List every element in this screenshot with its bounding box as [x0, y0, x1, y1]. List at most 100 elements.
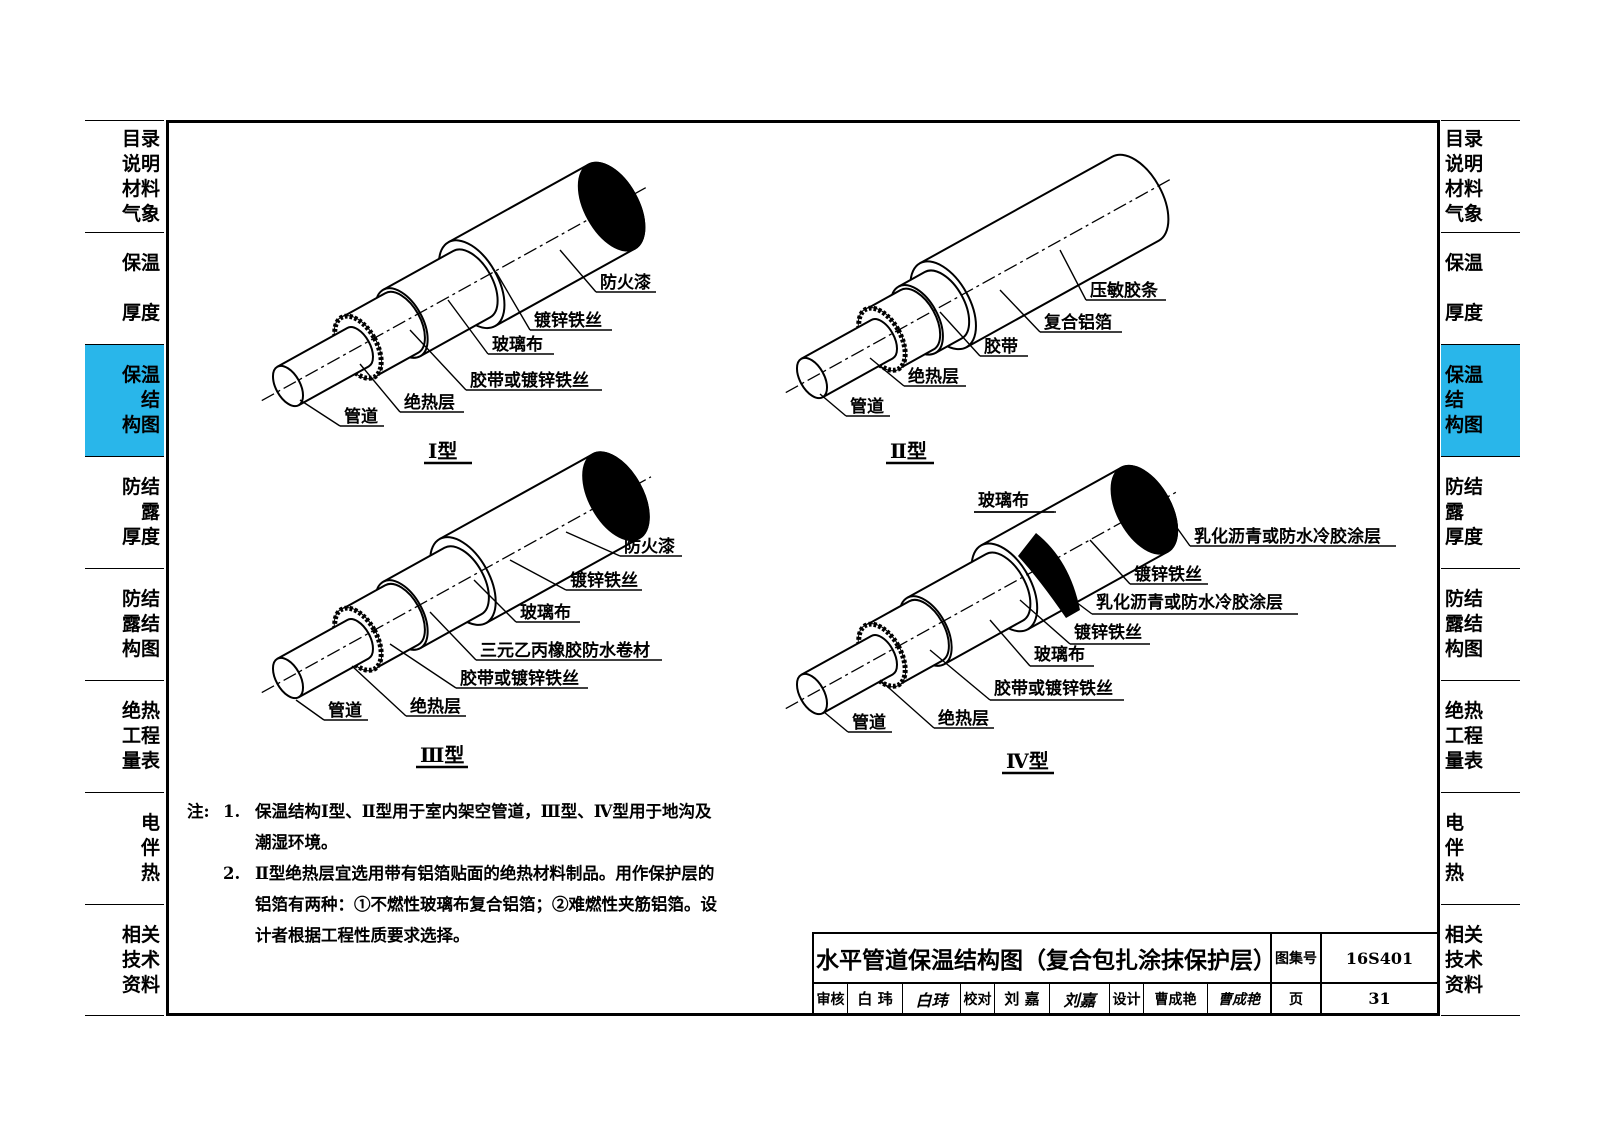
right-tab-2-label: 保温 厚度 [1445, 252, 1484, 324]
type2-title: Ⅱ型 [890, 439, 927, 463]
right-tab-6-label: 绝热 工程 量表 [1445, 700, 1484, 772]
right-tab-3-label: 保温 结 构图 [1445, 364, 1484, 436]
type3-label-pipe-leader [295, 699, 325, 721]
note-2: 2. Ⅱ型绝热层宜选用带有铝箔贴面的绝热材料制品。用作保护层的 [187, 858, 807, 889]
type3-centerline [261, 476, 652, 694]
type4-label-glass-cloth: 玻璃布 [1034, 644, 1085, 665]
type1-label-wire-leader [495, 271, 531, 331]
checker-signature: 刘嘉 [1050, 984, 1110, 1013]
type3-label-wire-leader [509, 559, 567, 591]
right-tab-4-label: 防结 露 厚度 [1445, 476, 1484, 548]
type2-centerline [785, 178, 1171, 394]
type4-label-glass-cloth-leader [989, 619, 1031, 667]
type3-label-wire: 镀锌铁丝 [570, 570, 638, 591]
left-tab-7[interactable]: 电 伴 热 [85, 792, 164, 904]
right-tab-3[interactable]: 保温 结 构图 [1441, 344, 1520, 456]
right-sidebar: 目录 说明 材料 气象保温 厚度保温 结 构图防结 露 厚度防结 露结 构图绝热… [1441, 120, 1520, 1016]
note-1: 注: 1. 保温结构Ⅰ型、Ⅱ型用于室内架空管道，Ⅲ型、Ⅳ型用于地沟及 [187, 796, 807, 827]
left-tab-6[interactable]: 绝热 工程 量表 [85, 680, 164, 792]
check-label: 校对 [961, 984, 995, 1013]
note-1-cont: 潮湿环境。 [187, 827, 807, 858]
type4-label-insulation: 绝热层 [938, 708, 989, 729]
note-2-cont-2: 计者根据工程性质要求选择。 [187, 920, 807, 951]
reviewer-signature: 白玮 [903, 984, 961, 1013]
type2-label-insulation: 绝热层 [908, 366, 959, 387]
type2-label-pressure-tape-leader [1059, 249, 1087, 301]
left-tab-6-label: 绝热 工程 量表 [121, 700, 160, 772]
type2-label-tape-leader [939, 311, 981, 357]
type3-label-glass-cloth: 玻璃布 [520, 602, 571, 623]
type4-label-insulation-leader [879, 679, 935, 729]
left-tab-2[interactable]: 保温 厚度 [85, 232, 164, 344]
type4-label-wire-1-leader [1089, 539, 1131, 585]
left-tab-2-label: 保温 厚度 [121, 252, 160, 324]
checker-name: 刘 嘉 [995, 984, 1050, 1013]
type1-label-tape-or-wire-leader [409, 329, 467, 391]
type3-label-tape-or-wire: 胶带或镀锌铁丝 [460, 668, 579, 689]
page-label: 页 [1272, 984, 1322, 1013]
notes-prefix: 注: [187, 802, 210, 821]
type4-label-wire-2: 镀锌铁丝 [1074, 622, 1142, 643]
review-label: 审核 [814, 984, 848, 1013]
notes: 注: 1. 保温结构Ⅰ型、Ⅱ型用于室内架空管道，Ⅲ型、Ⅳ型用于地沟及 潮湿环境。… [187, 796, 807, 951]
drawing-title: 水平管道保温结构图（复合包扎涂抹保护层） [814, 934, 1276, 984]
right-tab-2[interactable]: 保温 厚度 [1441, 232, 1520, 344]
left-tab-4[interactable]: 防结 露 厚度 [85, 456, 164, 568]
right-tab-1[interactable]: 目录 说明 材料 气象 [1441, 120, 1520, 232]
type4-label-coating-top-leader [1169, 517, 1191, 547]
left-tab-7-label: 电 伴 热 [140, 812, 160, 884]
type2-label-pipe: 管道 [850, 396, 884, 417]
type3-label-insulation: 绝热层 [410, 696, 461, 717]
type2-label-pipe-leader [819, 393, 847, 417]
type4-label-wire-1: 镀锌铁丝 [1134, 564, 1202, 585]
left-tab-5-label: 防结 露结 构图 [121, 588, 160, 660]
right-tab-5[interactable]: 防结 露结 构图 [1441, 568, 1520, 680]
left-tab-3[interactable]: 保温 结 构图 [85, 344, 164, 456]
type3-label-fire-paint-leader [565, 531, 621, 557]
type1-label-pipe-leader [299, 399, 341, 427]
type3-label-insulation-leader [351, 665, 407, 717]
right-tab-6[interactable]: 绝热 工程 量表 [1441, 680, 1520, 792]
note-2-line-1: Ⅱ型绝热层宜选用带有铝箔贴面的绝热材料制品。用作保护层的 [255, 864, 715, 883]
type1-label-insulation-leader [359, 363, 401, 413]
type2-label-foil: 复合铝箔 [1043, 312, 1112, 333]
left-tab-1-label: 目录 说明 材料 气象 [121, 127, 160, 225]
right-tab-8[interactable]: 相关 技术 资料 [1441, 904, 1520, 1016]
note-2-line-2: 铝箔有两种：①不燃性玻璃布复合铝箔；②难燃性夹筋铝箔。设 [255, 895, 717, 914]
left-tab-8[interactable]: 相关 技术 资料 [85, 904, 164, 1016]
type4-label-pipe-leader [823, 711, 849, 733]
type1-title: Ⅰ型 [428, 439, 457, 463]
right-tab-5-label: 防结 露结 构图 [1445, 588, 1484, 660]
right-tab-8-label: 相关 技术 资料 [1445, 923, 1484, 996]
note-1-number: 1. [223, 802, 241, 821]
type3-label-fire-paint: 防火漆 [624, 536, 675, 557]
type3-label-glass-cloth-leader [473, 579, 517, 623]
type2-label-insulation-leader [869, 357, 905, 387]
type1-label-pipe: 管道 [344, 406, 378, 427]
type1-label-tape-or-wire: 胶带或镀锌铁丝 [470, 370, 589, 391]
type1-label-glass-cloth-leader [447, 299, 489, 355]
type1-centerline [261, 186, 647, 402]
right-tab-7[interactable]: 电 伴 热 [1441, 792, 1520, 904]
drawing-frame [166, 120, 1440, 1016]
type3-label-epdm-leader [429, 611, 477, 661]
left-tab-5[interactable]: 防结 露结 构图 [85, 568, 164, 680]
type4-coating-patch [1018, 533, 1080, 618]
type4-label-coating-top: 乳化沥青或防水冷胶涂层 [1194, 526, 1381, 547]
type2-label-foil-leader [999, 289, 1041, 333]
note-2-line-3: 计者根据工程性质要求选择。 [255, 926, 470, 945]
title-block: 水平管道保温结构图（复合包扎涂抹保护层） 图集号 16S401 审核 白 玮 白… [812, 932, 1437, 1013]
designer-name: 曹成艳 [1144, 984, 1208, 1013]
design-label: 设计 [1110, 984, 1144, 1013]
left-tab-4-label: 防结 露 厚度 [121, 476, 160, 548]
type1-label-glass-cloth: 玻璃布 [492, 334, 543, 355]
type2-label-pressure-tape: 压敏胶条 [1090, 280, 1159, 301]
right-tab-7-label: 电 伴 热 [1445, 812, 1465, 884]
type4-label-glass-cloth-top: 玻璃布 [978, 490, 1029, 511]
right-tab-4[interactable]: 防结 露 厚度 [1441, 456, 1520, 568]
designer-signature: 曹成艳 [1208, 984, 1272, 1013]
left-tab-1[interactable]: 目录 说明 材料 气象 [85, 120, 164, 232]
type4-label-tape-or-wire: 胶带或镀锌铁丝 [994, 678, 1113, 699]
type2-label-tape: 胶带 [984, 336, 1018, 357]
